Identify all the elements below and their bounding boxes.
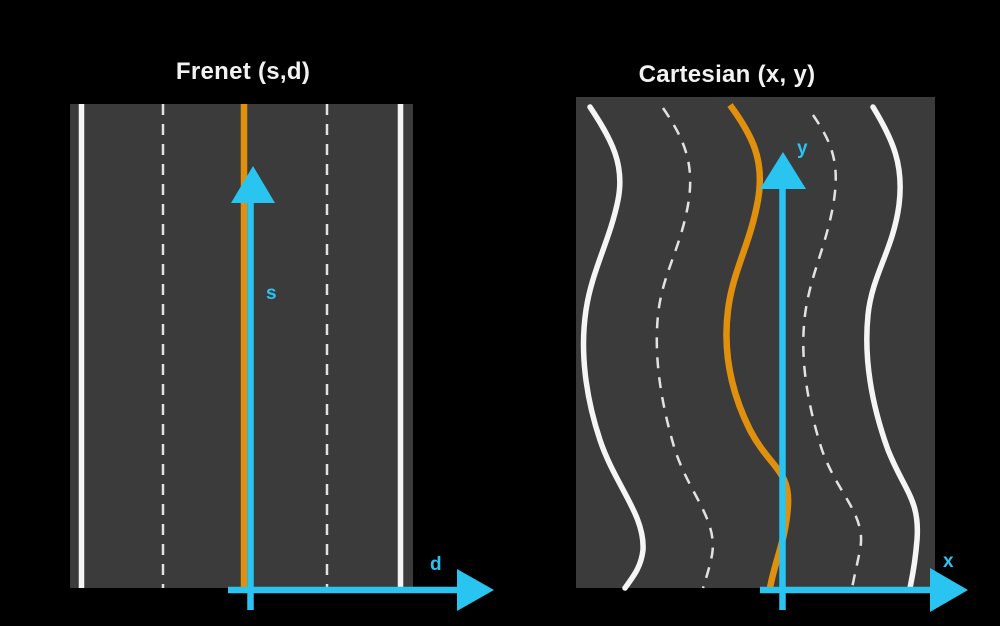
frenet-road <box>70 104 413 588</box>
x-axis-label: x <box>943 551 954 572</box>
cartesian-left-edge-curve <box>580 104 646 591</box>
cartesian-lane-dashed-curve-right <box>802 114 863 589</box>
y-axis-label: y <box>797 138 808 159</box>
x-axis-arrowhead-icon <box>930 568 968 612</box>
cartesian-panel-title: Cartesian (x, y) <box>638 61 816 88</box>
y-axis-arrowhead-icon <box>760 152 806 189</box>
cartesian-lane-dashed-curve-left <box>655 107 715 589</box>
s-axis-arrowhead-icon <box>231 166 275 203</box>
d-axis-label: d <box>430 554 442 575</box>
frenet-axes: s d <box>228 166 494 611</box>
frenet-panel-title: Frenet (s,d) <box>175 58 311 85</box>
cartesian-reference-path-curve <box>723 103 792 589</box>
cartesian-road <box>576 97 935 591</box>
s-axis-label: s <box>266 283 277 304</box>
cartesian-road-surface <box>576 97 935 588</box>
cartesian-axes: y x <box>760 138 968 612</box>
d-axis-arrowhead-icon <box>457 569 494 611</box>
cartesian-right-edge-curve <box>864 104 921 591</box>
